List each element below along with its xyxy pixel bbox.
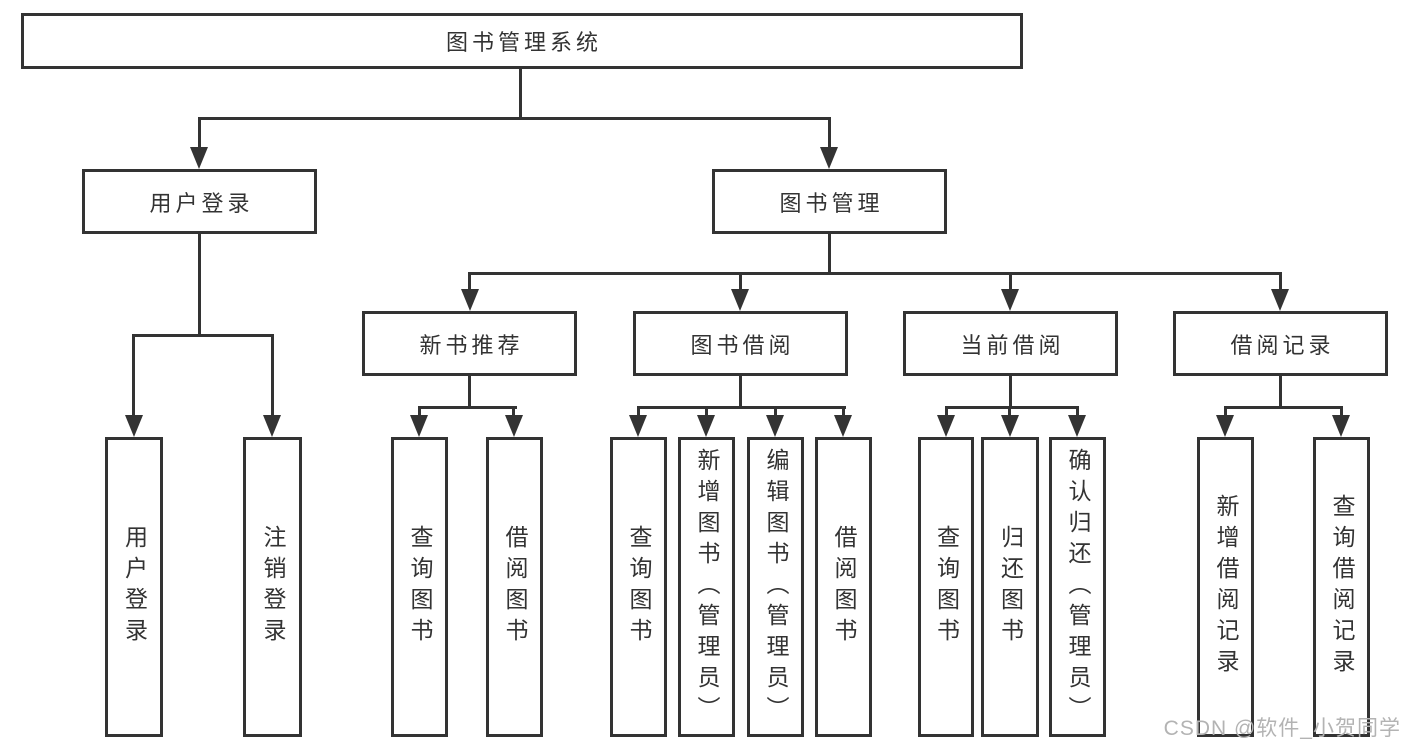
node-book-management-branch: 图书管理 <box>712 169 947 234</box>
arrow-down-icon <box>834 415 852 437</box>
connector-line <box>271 334 274 417</box>
connector-line <box>519 69 522 119</box>
arrow-down-icon <box>1332 415 1350 437</box>
connector-line <box>774 406 777 418</box>
arrow-down-icon <box>697 415 715 437</box>
node-leaf-return-books: 归还图书 <box>981 437 1039 737</box>
connector-line <box>512 406 515 418</box>
arrow-down-icon <box>1216 415 1234 437</box>
connector-line <box>132 334 274 337</box>
arrow-down-icon <box>629 415 647 437</box>
node-leaf-logout: 注销登录 <box>243 437 302 737</box>
connector-line <box>637 406 846 409</box>
connector-line <box>945 406 1079 409</box>
connector-line <box>1008 406 1011 418</box>
node-leaf-borrow-books: 借阅图书 <box>815 437 872 737</box>
node-leaf-add-books-admin: 新增图书（管理员） <box>678 437 735 737</box>
csdn-watermark: CSDN @软件_小贺同学 <box>1163 717 1401 740</box>
node-leaf-query-books-current: 查询图书 <box>918 437 974 737</box>
node-leaf-borrow-books-recommend: 借阅图书 <box>486 437 543 737</box>
arrow-down-icon <box>1001 289 1019 311</box>
node-leaf-query-books-recommend: 查询图书 <box>391 437 448 737</box>
connector-line <box>418 406 421 418</box>
connector-line <box>705 406 708 418</box>
node-book-borrowing: 图书借阅 <box>633 311 848 376</box>
node-current-borrowing: 当前借阅 <box>903 311 1118 376</box>
node-borrowing-records: 借阅记录 <box>1173 311 1388 376</box>
arrow-down-icon <box>731 289 749 311</box>
connector-line <box>198 117 201 149</box>
connector-line <box>637 406 640 418</box>
connector-line <box>468 272 471 294</box>
arrow-down-icon <box>820 147 838 169</box>
arrow-down-icon <box>263 415 281 437</box>
arrow-down-icon <box>1001 415 1019 437</box>
node-new-book-recommend: 新书推荐 <box>362 311 577 376</box>
connector-line <box>1279 375 1282 408</box>
arrow-down-icon <box>125 415 143 437</box>
node-leaf-query-books-borrowing: 查询图书 <box>610 437 667 737</box>
connector-line <box>1224 406 1227 418</box>
connector-line <box>1076 406 1079 418</box>
node-leaf-add-borrow-record: 新增借阅记录 <box>1197 437 1254 737</box>
connector-line <box>828 117 831 149</box>
connector-line <box>739 272 742 294</box>
node-library-management-system: 图书管理系统 <box>21 13 1023 69</box>
arrow-down-icon <box>1271 289 1289 311</box>
arrow-down-icon <box>461 289 479 311</box>
connector-line <box>418 406 517 409</box>
connector-line <box>468 272 1282 275</box>
arrow-down-icon <box>190 147 208 169</box>
connector-line <box>945 406 948 418</box>
connector-line <box>198 117 831 120</box>
node-user-login-branch: 用户登录 <box>82 169 317 234</box>
connector-line <box>739 375 742 408</box>
node-leaf-user-login: 用户登录 <box>105 437 163 737</box>
arrow-down-icon <box>766 415 784 437</box>
arrow-down-icon <box>505 415 523 437</box>
node-leaf-confirm-return-admin: 确认归还（管理员） <box>1049 437 1106 737</box>
connector-line <box>1009 272 1012 294</box>
connector-line <box>1279 272 1282 294</box>
arrow-down-icon <box>937 415 955 437</box>
node-leaf-edit-books-admin: 编辑图书（管理员） <box>747 437 804 737</box>
arrow-down-icon <box>410 415 428 437</box>
connector-line <box>1340 406 1343 418</box>
connector-line <box>1224 406 1343 409</box>
connector-line <box>1009 375 1012 408</box>
connector-line <box>198 234 201 335</box>
arrow-down-icon <box>1068 415 1086 437</box>
connector-line <box>468 375 471 408</box>
connector-line <box>132 334 135 417</box>
connector-line <box>842 406 845 418</box>
connector-line <box>828 234 831 275</box>
node-leaf-query-borrow-record: 查询借阅记录 <box>1313 437 1370 737</box>
